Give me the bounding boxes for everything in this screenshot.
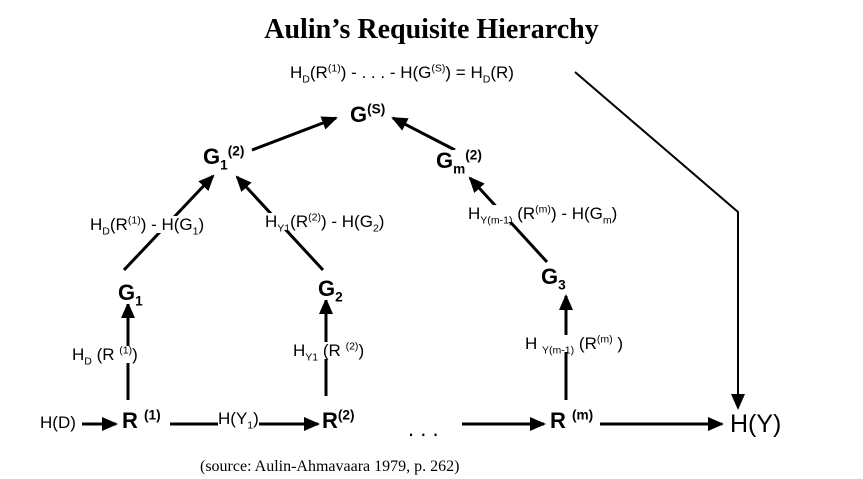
label-hym-rm: H Y(m-1) (R(m) )	[525, 333, 624, 357]
node-r2: R(2)	[322, 407, 355, 433]
source-caption: (source: Aulin-Ahmavaara 1979, p. 262)	[200, 458, 460, 475]
node-gs: G(S)	[350, 101, 386, 127]
node-hy: H(Y)	[730, 410, 782, 438]
label-hd-r1: HD (R (1))	[72, 344, 138, 368]
ellipsis: . . .	[408, 416, 439, 441]
node-hd: H(D)	[40, 413, 76, 432]
node-g3: G3	[541, 264, 566, 293]
arrow-gm2-gs	[391, 116, 456, 152]
node-g1-2: G1(2)	[203, 143, 245, 173]
label-hy1-r2-g2: HY1(R(2)) - H(G2)	[265, 211, 385, 235]
node-rm: R (m)	[550, 407, 594, 433]
label-hy1-r2: HY1 (R (2))	[293, 340, 365, 364]
label-hd-r1-g1: HD(R(1)) - H(G1)	[90, 214, 205, 238]
arrow-top-hy	[574, 71, 745, 410]
node-r1: R (1)	[122, 407, 161, 433]
node-g1: G1	[118, 280, 143, 309]
diagram-title: Aulin’s Requisite Hierarchy	[264, 14, 599, 45]
node-g2: G2	[318, 276, 343, 305]
arrow-g12-gs	[251, 116, 338, 152]
top-formula: HD(R(1)) - . . . - H(G(S)) = HD(R)	[290, 62, 514, 86]
node-gm-2: Gm(2)	[436, 147, 482, 177]
label-hy1: H(Y1)	[218, 409, 259, 432]
label-hym-rm-gm: HY(m-1) (R(m)) - H(Gm)	[468, 203, 618, 227]
